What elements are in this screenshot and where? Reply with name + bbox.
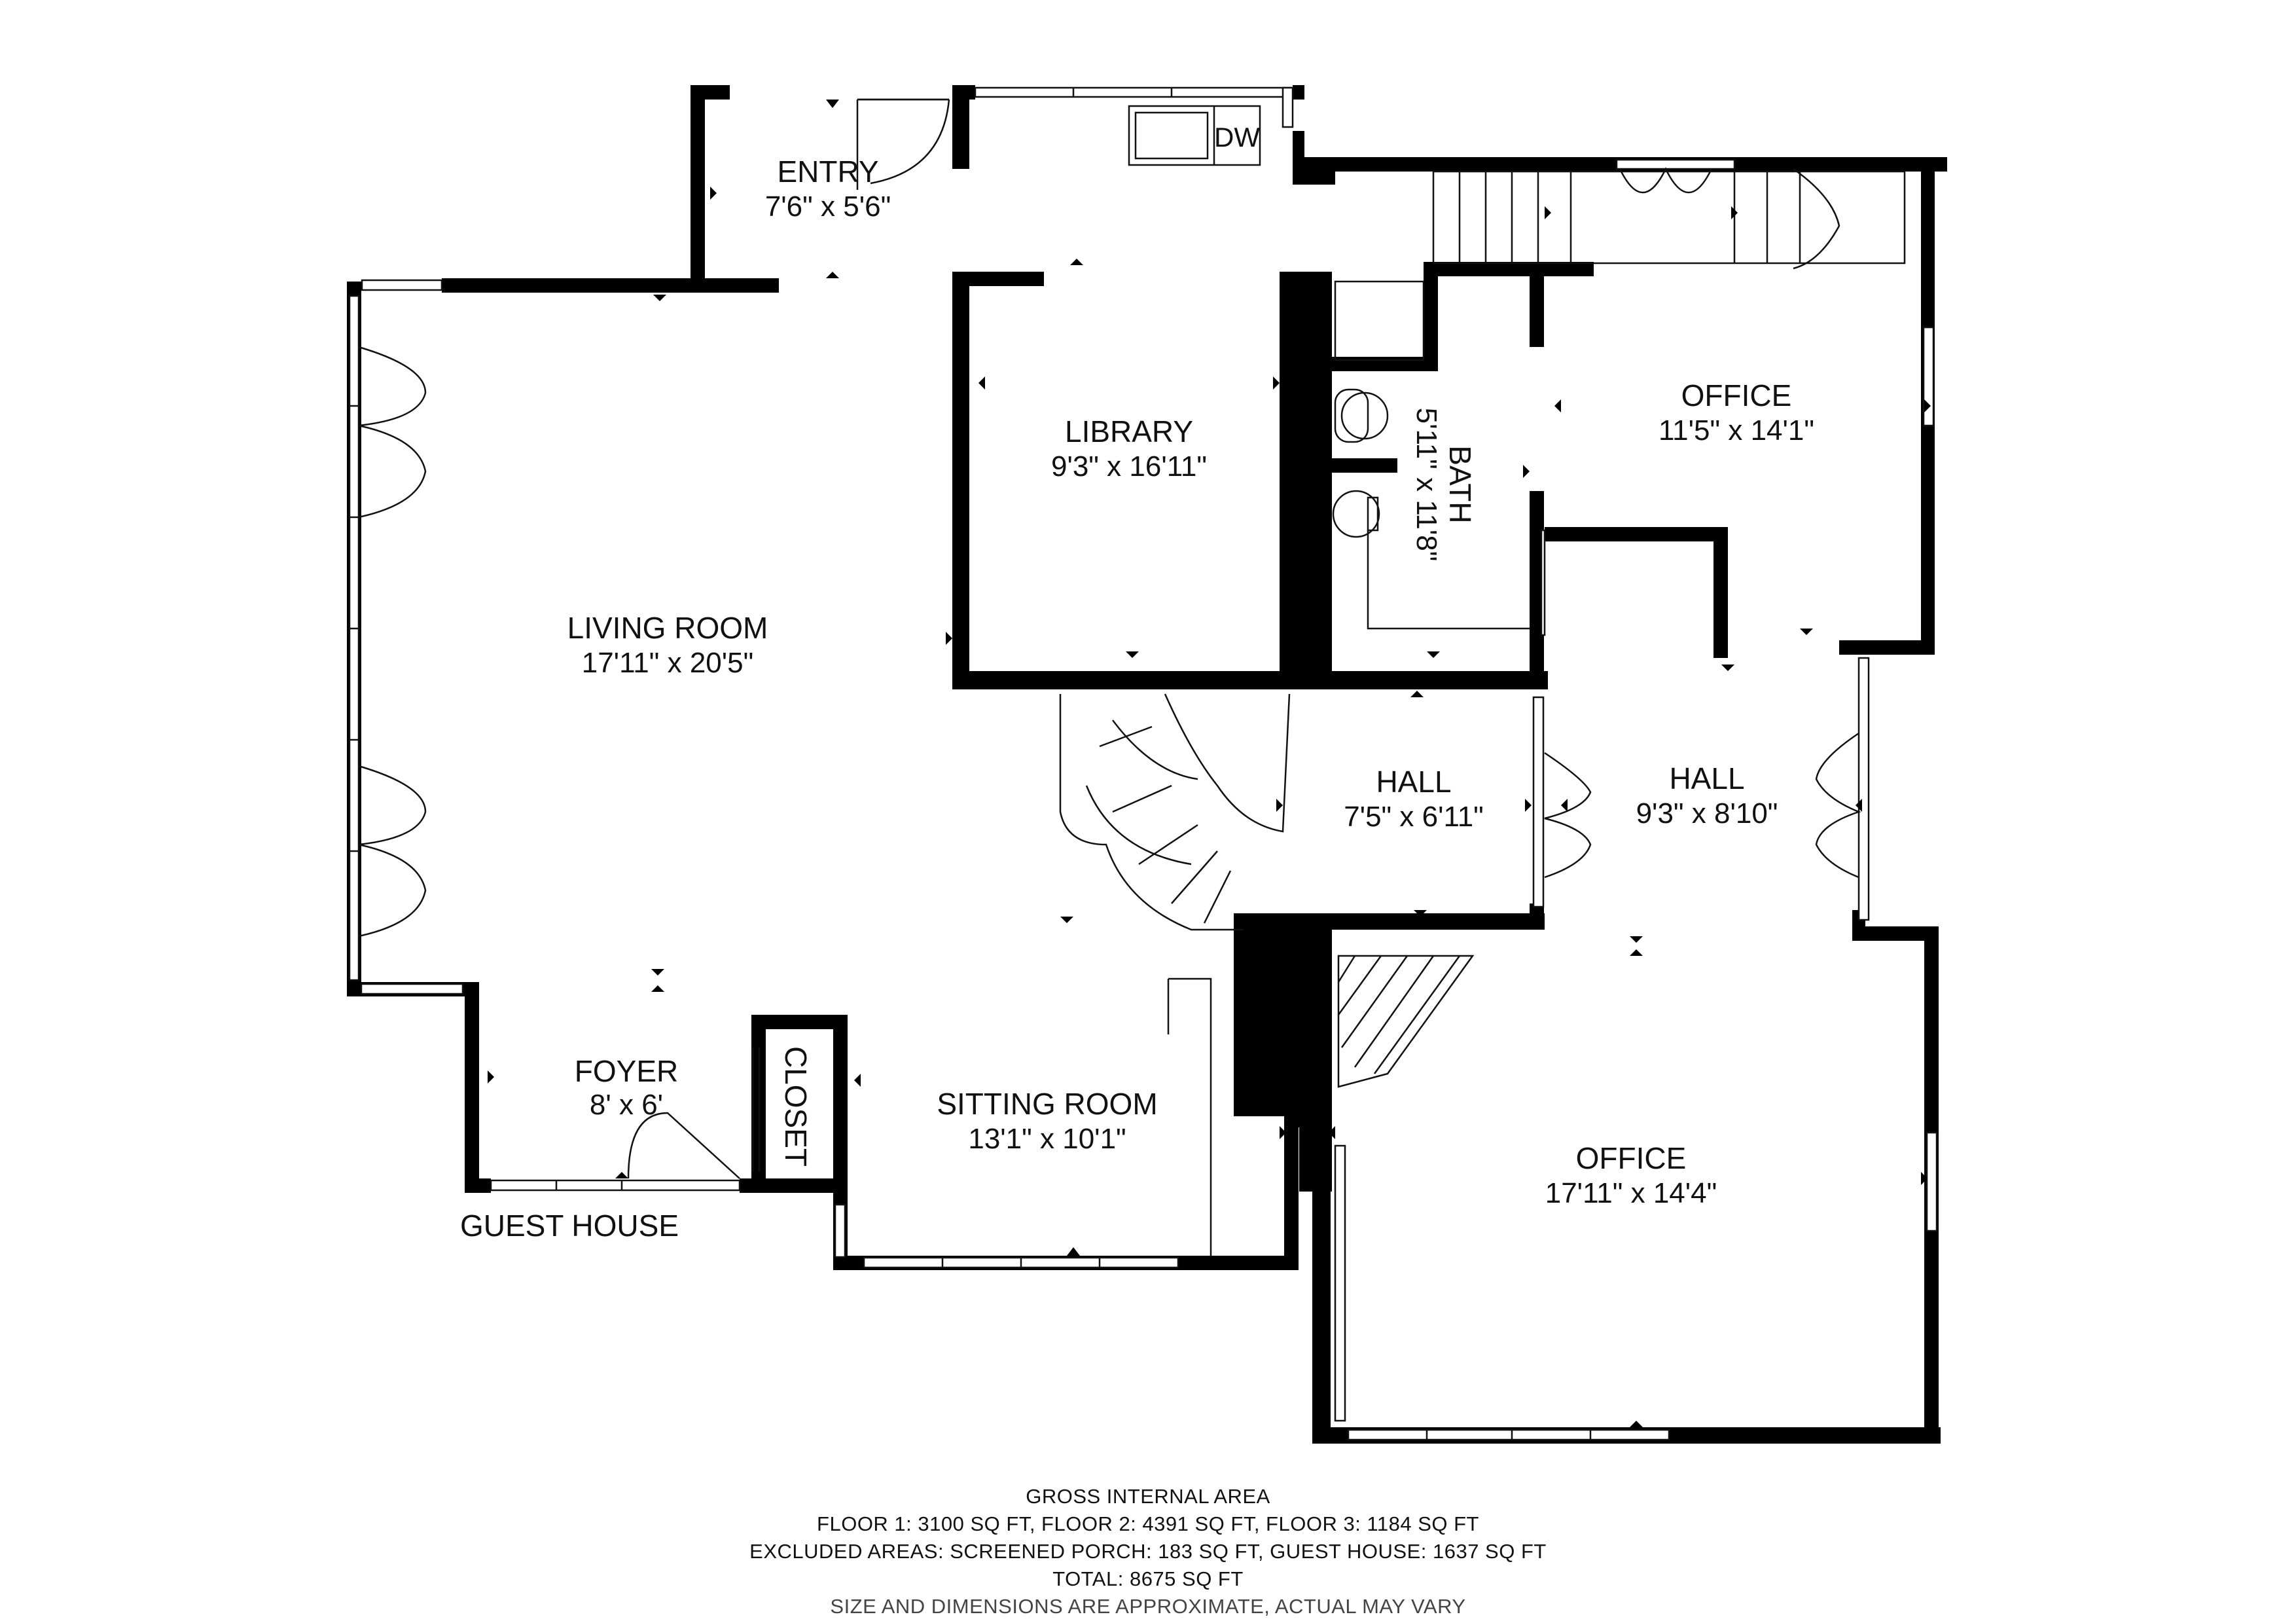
room-name-living-room: LIVING ROOM (567, 611, 768, 645)
room-name-bath: BATH (1443, 445, 1477, 523)
room-name-foyer: FOYER (575, 1054, 678, 1088)
room-name-office-bottom: OFFICE (1576, 1141, 1687, 1175)
area-disclaimer: SIZE AND DIMENSIONS ARE APPROXIMATE, ACT… (830, 1595, 1466, 1618)
room-name-library: LIBRARY (1065, 414, 1193, 448)
stairs (1059, 170, 1906, 1256)
room-dims-sitting-room: 13'1" x 10'1" (968, 1123, 1126, 1155)
room-name-closet: CLOSET (779, 1046, 813, 1167)
room-dims-office-bottom: 17'11" x 14'4" (1545, 1177, 1717, 1209)
room-name-office-top: OFFICE (1681, 378, 1792, 412)
area-summary: GROSS INTERNAL AREA FLOOR 1: 3100 SQ FT,… (0, 1483, 2296, 1620)
door-arrows (488, 100, 1931, 1427)
area-excluded: EXCLUDED AREAS: SCREENED PORCH: 183 SQ F… (749, 1540, 1547, 1563)
dishwasher-label: DW (1214, 122, 1260, 153)
room-dims-library: 9'3" x 16'11" (1051, 450, 1207, 483)
room-dims-foyer: 8' x 6' (590, 1089, 663, 1121)
fixtures: DW (1128, 105, 1530, 630)
room-dims-office-top: 11'5" x 14'1" (1659, 414, 1814, 447)
guest-house-label: GUEST HOUSE (460, 1209, 679, 1243)
doors (358, 98, 1861, 1179)
room-labels: ENTRY 7'6" x 5'6" LIBRARY 9'3" x 16'11" … (460, 155, 1814, 1243)
room-name-hall-left: HALL (1376, 765, 1451, 799)
windows (348, 86, 1938, 1441)
area-total: TOTAL: 8675 SQ FT (1052, 1567, 1244, 1590)
room-dims-living-room: 17'11" x 20'5" (582, 647, 754, 679)
area-floors: FLOOR 1: 3100 SQ FT, FLOOR 2: 4391 SQ FT… (817, 1512, 1479, 1535)
room-dims-hall-left: 7'5" x 6'11" (1344, 801, 1484, 833)
area-heading: GROSS INTERNAL AREA (1026, 1485, 1270, 1508)
room-name-entry: ENTRY (777, 155, 878, 189)
room-dims-bath: 5'11" x 11'8" (1410, 408, 1443, 562)
room-dims-hall-right: 9'3" x 8'10" (1636, 797, 1778, 830)
room-name-sitting-room: SITTING ROOM (937, 1087, 1157, 1121)
room-name-hall-right: HALL (1669, 761, 1744, 795)
room-dims-entry: 7'6" x 5'6" (765, 191, 891, 223)
